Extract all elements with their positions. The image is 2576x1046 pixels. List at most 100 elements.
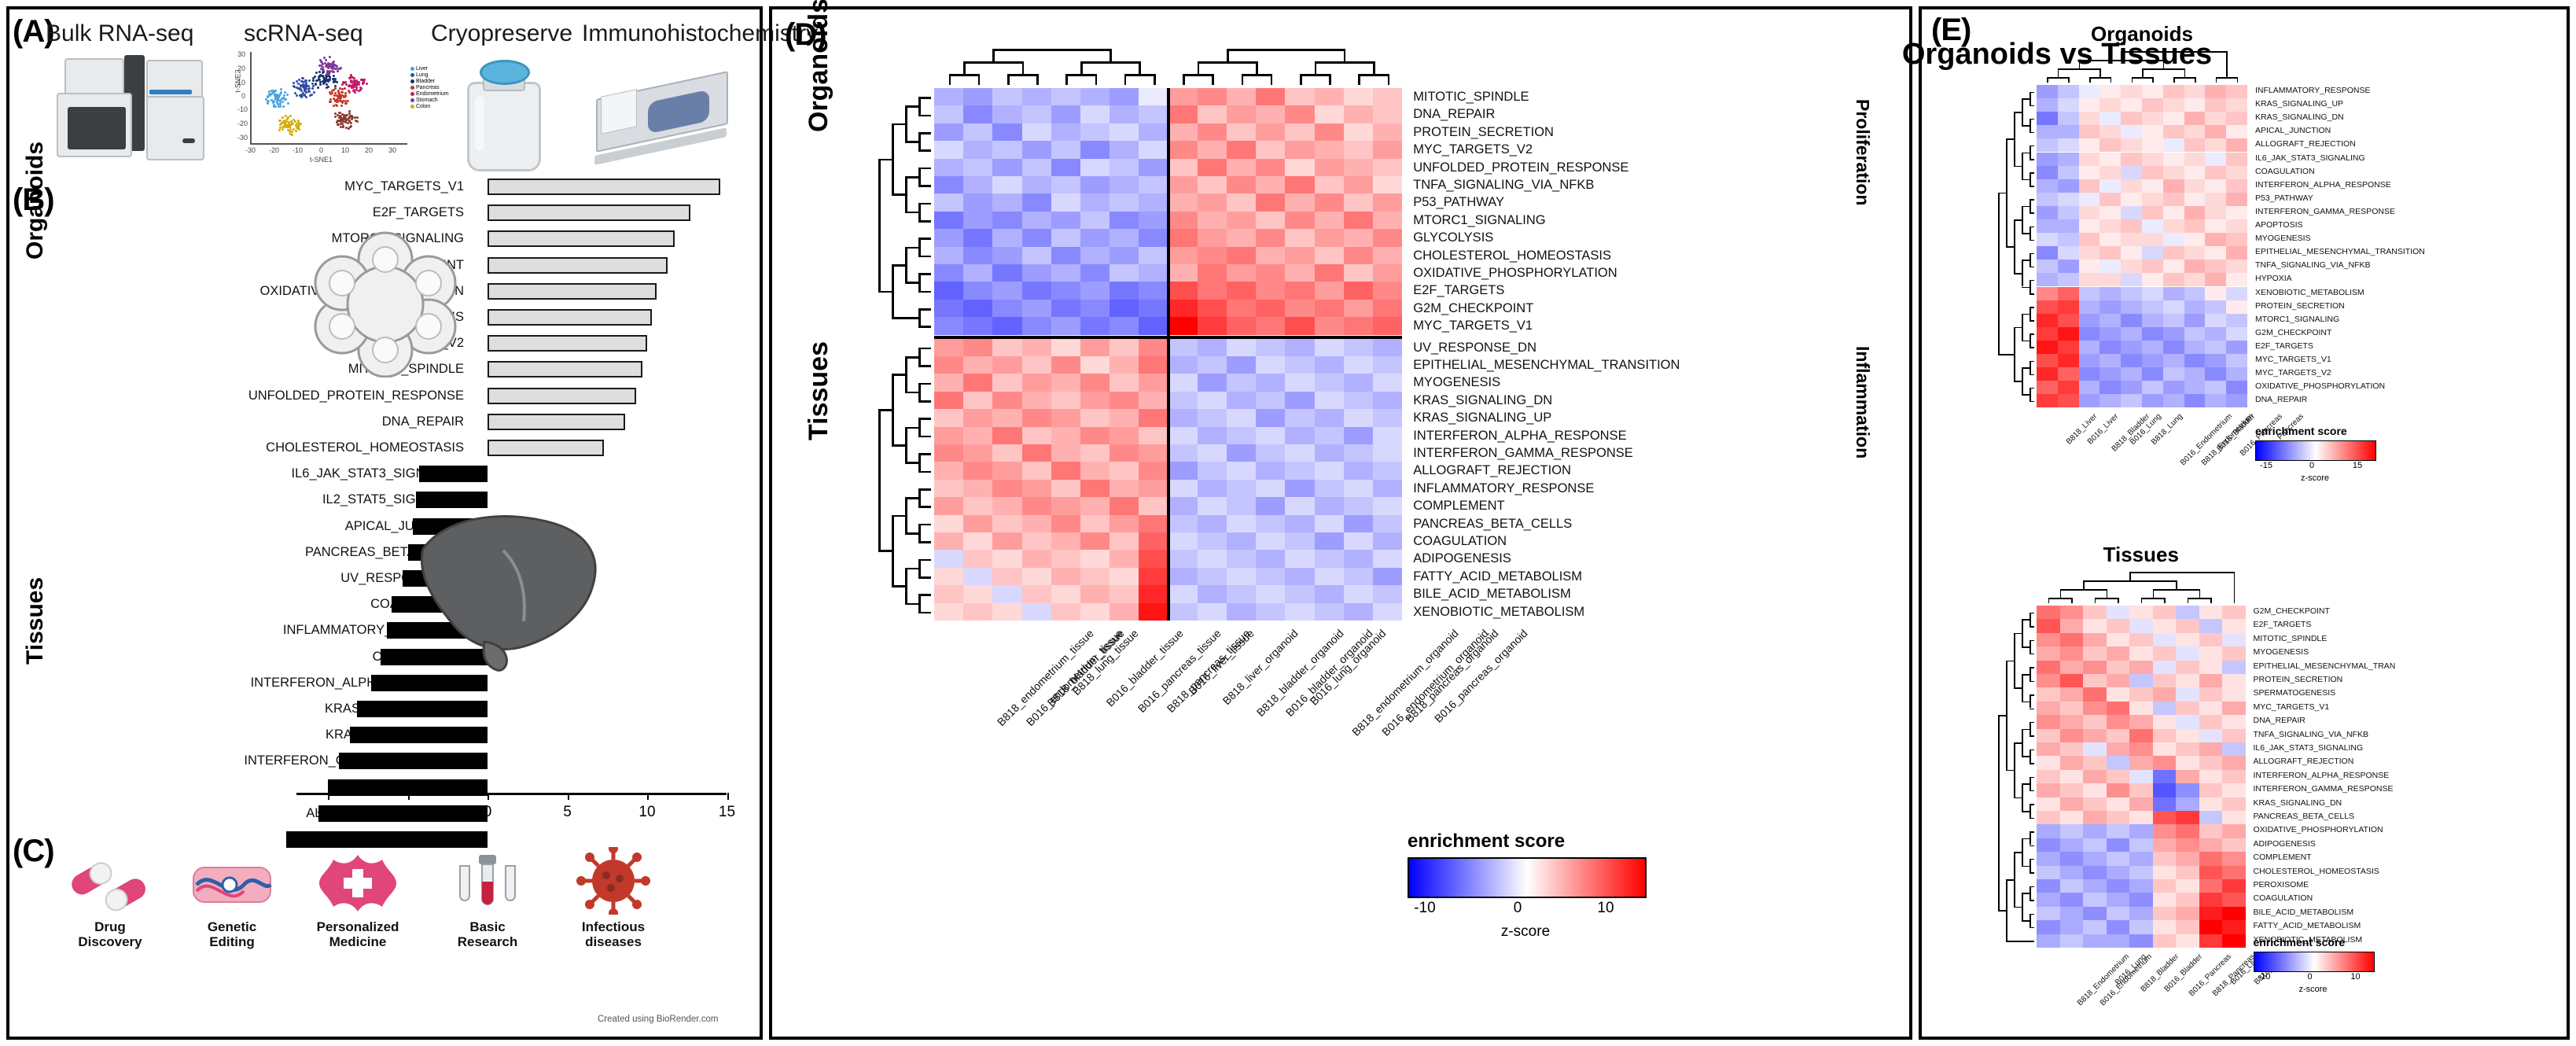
- panel-d-cell: [1110, 356, 1139, 374]
- tsne-point: [336, 94, 339, 98]
- tsne-point: [326, 79, 329, 83]
- panel-d-cell: [1314, 299, 1344, 318]
- tsne-point: [273, 103, 276, 106]
- panel-e-cell: [2057, 152, 2079, 166]
- dendrogram-segment: [2030, 239, 2034, 241]
- tsne-point: [285, 98, 288, 101]
- panel-e-cell: [2222, 660, 2246, 674]
- panel-d-cell: [992, 229, 1022, 247]
- dendrogram-segment: [918, 558, 931, 562]
- panel-e-cell: [2142, 260, 2163, 274]
- dendrogram-segment: [2030, 159, 2034, 160]
- panel-d-cell: [1256, 176, 1286, 194]
- dendrogram-segment: [2022, 260, 2023, 287]
- panel-e-cell: [2205, 112, 2227, 126]
- panel-e-row-label: EPITHELIAL_MESENCHYMAL_TRAN: [2253, 661, 2396, 671]
- panel-d-cell: [1110, 391, 1139, 410]
- panel-e-cell: [2222, 893, 2246, 907]
- panel-e-cell: [2129, 606, 2153, 620]
- panel-e-cell: [2078, 85, 2100, 99]
- tsne-point: [278, 94, 282, 98]
- panel-e-cell: [2205, 367, 2227, 381]
- panel-e-cell: [2226, 367, 2247, 381]
- tsne-point: [322, 79, 325, 83]
- panel-d-cell: [963, 317, 993, 335]
- panel-e-cell: [2099, 286, 2122, 300]
- panel-d-cell: [963, 105, 993, 123]
- panel-d-cell: [1227, 282, 1257, 300]
- dendrogram-segment: [905, 141, 918, 143]
- tsne-ytick-0: 30: [237, 50, 246, 58]
- panel-e-cell: [2037, 660, 2060, 674]
- panel-e-cell: [2106, 756, 2129, 770]
- panel-e-colorbar-title: enrichment score: [2255, 425, 2347, 437]
- panel-d-cell: [1051, 246, 1080, 264]
- tsne-point: [296, 126, 300, 129]
- panel-d-cell: [1021, 176, 1051, 194]
- panel-d-cell: [1285, 105, 1315, 123]
- tsne-ytick-6: -30: [237, 134, 248, 142]
- tsne-point: [322, 63, 325, 66]
- panel-e-cell: [2176, 619, 2199, 633]
- panel-d-cell: [1197, 532, 1227, 551]
- panel-e-cell: [2142, 246, 2163, 260]
- panel-d-cell: [1080, 514, 1110, 532]
- tsne-point: [348, 84, 351, 87]
- panel-d-cell: [963, 264, 993, 282]
- panel-e-cell: [2057, 340, 2079, 354]
- panel-e-cell: [2059, 811, 2083, 825]
- tsne-point: [332, 68, 335, 71]
- tsne-point: [340, 101, 344, 104]
- tsne-point: [349, 80, 352, 83]
- tsne-point: [351, 81, 355, 83]
- panel-e-cell: [2142, 98, 2163, 112]
- tsne-point: [344, 126, 348, 129]
- panel-d-cell: [1285, 462, 1315, 480]
- dendrogram-segment: [1241, 74, 1244, 85]
- dendrogram-segment: [2030, 776, 2031, 790]
- panel-e-cell: [2121, 313, 2142, 327]
- panel-e-cell: [2199, 742, 2222, 757]
- panel-e-cell: [2142, 152, 2163, 166]
- panel-e-cell: [2129, 701, 2153, 716]
- panel-d-cell: [1285, 567, 1315, 586]
- panel-d-cell: [934, 317, 964, 335]
- panel-e-row-label: MITOTIC_SPINDLE: [2253, 633, 2328, 643]
- panel-d-row-label: XENOBIOTIC_METABOLISM: [1413, 604, 1585, 619]
- panel-d-cell: [992, 479, 1022, 498]
- tsne-point: [281, 98, 284, 101]
- panel-e-cell: [2078, 112, 2100, 126]
- panel-d-row-label: UV_RESPONSE_DN: [1413, 340, 1536, 355]
- panel-e-row-label: TNFA_SIGNALING_VIA_NFKB: [2255, 260, 2371, 271]
- panel-e-row-label: MYC_TARGETS_V2: [2255, 368, 2331, 378]
- dendrogram-segment: [2006, 138, 2014, 140]
- panel-d-row-label: FATTY_ACID_METABOLISM: [1413, 569, 1583, 584]
- tsne-point: [343, 96, 345, 99]
- tsne-point: [304, 90, 307, 93]
- panel-d-cell: [1373, 299, 1403, 318]
- tsne-point: [291, 122, 293, 125]
- dendrogram-segment: [918, 576, 931, 579]
- dendrogram-segment: [2014, 165, 2022, 168]
- dendrogram-segment: [905, 532, 918, 535]
- panel-e-cell: [2059, 674, 2083, 688]
- panel-e-row-label: INFLAMMATORY_RESPONSE: [2255, 86, 2371, 95]
- tsne-point: [322, 76, 325, 79]
- tsne-point: [360, 78, 363, 81]
- panel-e-cell: [2037, 838, 2060, 853]
- panel-e-cell: [2078, 205, 2100, 219]
- tsne-point: [304, 87, 307, 90]
- panel-d-cell: [1197, 88, 1227, 106]
- panel-e-cell: [2162, 152, 2184, 166]
- panel-d-cell: [1373, 550, 1403, 568]
- panel-d-cell: [1139, 391, 1168, 410]
- panel-e-cell: [2106, 865, 2129, 879]
- dendrogram-segment: [2022, 838, 2030, 840]
- panel-e-colorbar-tick: -15: [2260, 461, 2272, 470]
- panel-b-bar: [356, 701, 488, 717]
- tsne-point: [337, 68, 340, 70]
- dendrogram-segment: [918, 132, 931, 134]
- dendrogram-segment: [2030, 400, 2034, 403]
- panel-d-cell: [1021, 444, 1051, 462]
- dendrogram-segment: [2030, 279, 2031, 294]
